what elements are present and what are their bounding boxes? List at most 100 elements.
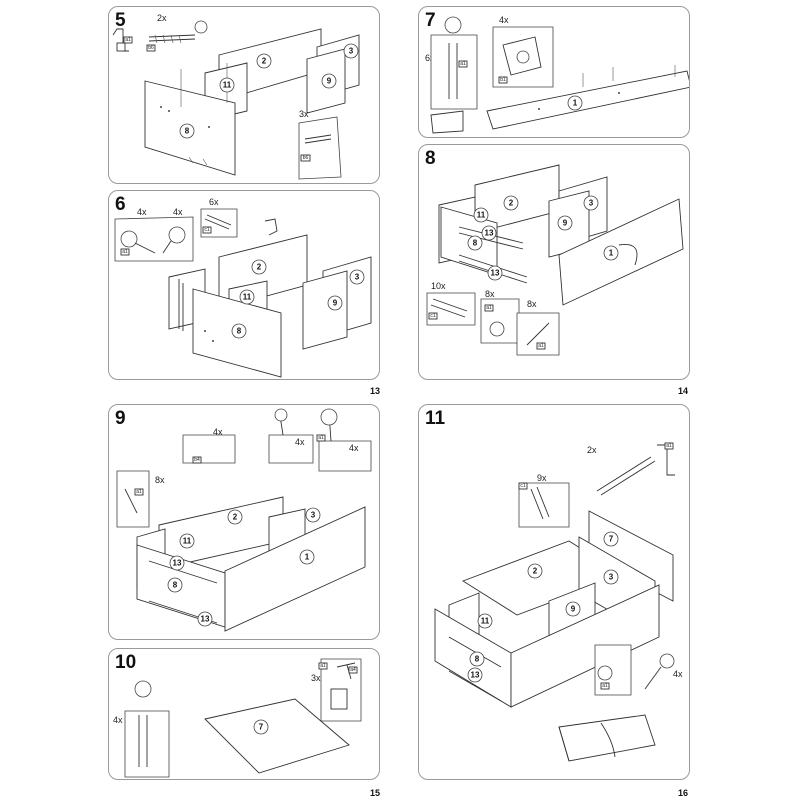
part-number: 1 xyxy=(573,99,578,108)
part-number: 2 xyxy=(257,263,262,272)
part-tag: a4 xyxy=(350,667,356,673)
qty-label: 4x xyxy=(173,207,183,217)
part-number: 9 xyxy=(327,77,332,86)
page-number: 15 xyxy=(370,788,381,798)
qty-label: 9x xyxy=(537,473,547,483)
step-8-panel: 8 2 3 11 13 9 8 13 1 10x c1 8x xyxy=(418,144,690,380)
step-9-illustration: 4x 4x 4x 8x b4 a1 a1 2 3 11 1 13 8 13 xyxy=(116,408,372,632)
cam-lock-callout xyxy=(594,644,675,696)
part-number: 8 xyxy=(237,327,242,336)
qty-label: 4x xyxy=(213,427,223,437)
part-tag: a1 xyxy=(602,683,608,689)
part-tag: b4 xyxy=(194,457,200,463)
part-number: 2 xyxy=(533,567,538,576)
part-tag: a1 xyxy=(666,443,672,449)
part-tag: a1 xyxy=(136,489,142,495)
step-6-panel: 6 4x 4x a1 6x c1 2 3 11 xyxy=(108,190,380,380)
part-number: 9 xyxy=(333,299,338,308)
screwdriver-icon xyxy=(112,28,129,52)
part-tag: a1 xyxy=(486,305,492,311)
part-number: 2 xyxy=(262,57,267,66)
qty-label: 4x xyxy=(349,443,359,453)
step-number: 5 xyxy=(115,10,126,31)
qty-label: 6x xyxy=(209,197,219,207)
part-number: 7 xyxy=(609,535,614,544)
qty-label: 2x xyxy=(587,445,597,455)
part-number: 3 xyxy=(609,573,614,582)
part-number: 9 xyxy=(571,605,576,614)
part-tag: b6 xyxy=(148,45,154,51)
qty-label: 8x xyxy=(527,299,537,309)
part-tag: a1 xyxy=(538,343,544,349)
panel-front xyxy=(510,584,660,708)
step-7-panel: 7 4x b1 6x a1 1 xyxy=(418,6,690,138)
leg-callout xyxy=(430,16,478,110)
part-number: 1 xyxy=(609,249,614,258)
hammer-callout xyxy=(320,658,362,722)
hammer-icon xyxy=(264,218,278,236)
qty-label: 10x xyxy=(431,281,446,291)
cam-bolt-icon xyxy=(148,20,208,44)
qty-label: 8x xyxy=(485,289,495,299)
part-number: 11 xyxy=(223,81,232,90)
part-number: 11 xyxy=(243,293,252,302)
part-number: 9 xyxy=(563,219,568,228)
panel-7 xyxy=(204,698,350,774)
part-tag: c1 xyxy=(204,227,210,233)
hinge-callouts xyxy=(182,408,372,472)
part-tag: a1 xyxy=(318,435,324,441)
dowel-callout xyxy=(298,116,342,180)
dowel-callout xyxy=(426,292,476,326)
cam-lock-callout xyxy=(114,216,194,262)
part-number: 7 xyxy=(259,723,264,732)
dowel-callout xyxy=(518,482,570,528)
qty-label: 4x xyxy=(137,207,147,217)
part-number: 2 xyxy=(233,513,238,522)
panel-1 xyxy=(486,70,689,130)
step-number: 11 xyxy=(425,408,446,429)
step-11-illustration: 2x a1 9x c1 7 2 3 11 9 8 xyxy=(434,442,683,762)
part-tag: a1 xyxy=(125,37,131,43)
flip-carcass-icon xyxy=(558,714,656,762)
qty-label: 4x xyxy=(499,15,509,25)
part-number: 1 xyxy=(305,553,310,562)
corner-detail xyxy=(430,110,464,134)
qty-label: 8x xyxy=(155,475,165,485)
page-number: 13 xyxy=(370,386,381,396)
panel-1 xyxy=(224,506,366,632)
part-number: 8 xyxy=(185,127,190,136)
part-number: 3 xyxy=(311,511,316,520)
panel-9 xyxy=(302,270,348,350)
part-number: 11 xyxy=(477,211,486,220)
step-6-illustration: 4x 4x a1 6x c1 2 3 11 9 8 xyxy=(114,197,372,378)
qty-label: 3x xyxy=(311,673,321,683)
cam-bolt-callout xyxy=(596,444,675,496)
qty-label: 3x xyxy=(299,109,309,119)
part-number: 13 xyxy=(491,269,500,278)
step-8-illustration: 2 3 11 13 9 8 13 1 10x c1 8x a1 8x xyxy=(426,164,684,356)
part-number: 3 xyxy=(355,273,360,282)
step-10-panel: 10 3x a1 a4 4x 7 xyxy=(108,648,380,780)
part-number: 13 xyxy=(471,671,480,680)
cam-bolt-callout xyxy=(516,312,560,356)
step-5-panel: 5 2x a1 b6 3x xyxy=(108,6,380,184)
qty-label: 6x xyxy=(425,53,435,63)
page-number: 14 xyxy=(678,386,689,396)
part-tag: b1 xyxy=(500,77,506,83)
step-5-illustration: 2x a1 b6 3x b6 2 3 9 11 8 xyxy=(112,13,360,180)
qty-label: 4x xyxy=(113,715,123,725)
step-number: 9 xyxy=(115,408,126,429)
part-tag: b6 xyxy=(303,155,309,161)
step-11-panel: 11 2x a1 9x c1 7 2 3 11 9 xyxy=(418,404,690,780)
part-tag: c1 xyxy=(520,483,526,489)
step-9-panel: 9 4x 4x 4x 8x b4 a1 a1 2 xyxy=(108,404,380,640)
part-tag: a1 xyxy=(320,663,326,669)
part-number: 13 xyxy=(173,559,182,568)
part-number: 11 xyxy=(481,617,490,626)
part-number: 8 xyxy=(173,581,178,590)
step-number: 8 xyxy=(425,148,436,169)
part-tag: a1 xyxy=(122,249,128,255)
qty-label: 4x xyxy=(673,669,683,679)
part-number: 13 xyxy=(485,229,494,238)
part-tag: c1 xyxy=(430,313,436,319)
